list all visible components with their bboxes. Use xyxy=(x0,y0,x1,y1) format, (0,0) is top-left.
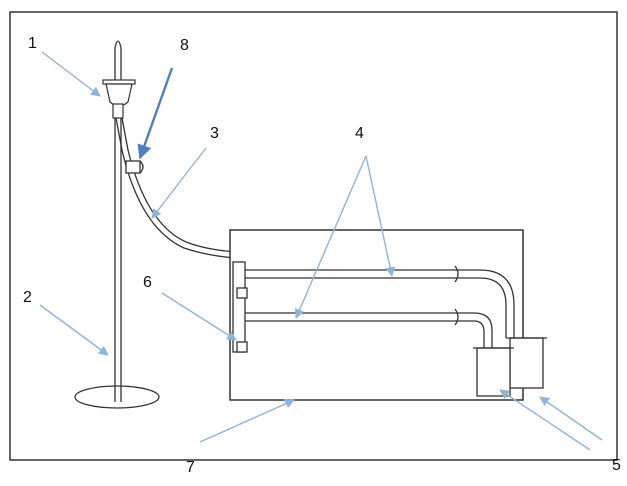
arrow-8 xyxy=(137,67,174,160)
label-2: 2 xyxy=(23,289,32,306)
stand xyxy=(74,40,160,409)
collection-beakers xyxy=(473,337,547,397)
label-7: 7 xyxy=(186,459,195,476)
arrow-6 xyxy=(161,292,237,341)
arrow-2 xyxy=(39,304,109,356)
label-3: 3 xyxy=(210,125,219,142)
upper-channel xyxy=(245,265,515,338)
lower-channel xyxy=(245,308,493,348)
funnel-reservoir xyxy=(102,79,136,119)
arrow-5a xyxy=(539,396,603,441)
arrow-4a xyxy=(365,155,395,277)
label-6: 6 xyxy=(143,274,152,291)
label-4: 4 xyxy=(355,125,364,142)
beaker-front xyxy=(476,347,511,397)
leader-arrows xyxy=(39,51,603,451)
arrow-3 xyxy=(151,147,207,219)
label-8: 8 xyxy=(180,37,189,54)
figure-frame xyxy=(9,11,618,461)
arrow-4b xyxy=(295,155,367,319)
arrow-7 xyxy=(199,399,295,443)
label-5: 5 xyxy=(612,457,621,474)
manifold xyxy=(232,261,248,353)
test-box xyxy=(229,229,524,401)
stand-base xyxy=(74,385,160,409)
stand-rod xyxy=(114,40,122,403)
tube-clamp xyxy=(125,160,144,174)
beaker-rear xyxy=(509,337,544,389)
feed-tube xyxy=(115,117,242,262)
label-1: 1 xyxy=(28,35,37,52)
arrow-1 xyxy=(41,51,101,97)
arrow-5b xyxy=(499,389,591,451)
